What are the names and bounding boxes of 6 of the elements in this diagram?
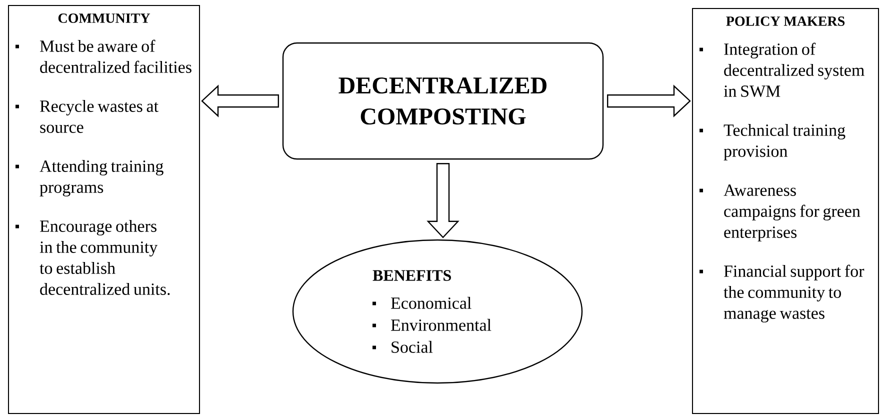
list-box: POLICY MAKERS Integration of decentralized system in SWM Technical training provision Awareness campaigns for green enterprises Financial support for the community to manage wastes <box>692 8 879 414</box>
block-arrow <box>607 84 691 118</box>
block-arrow <box>201 84 279 118</box>
title-box: DECENTRALIZED COMPOSTING <box>282 42 604 160</box>
block-arrow <box>426 163 460 238</box>
list-box: COMMUNITY Must be aware of decentralized facilities Recycle wastes at source Attending training programs Encourage others in the community to establish decentralized units. <box>8 5 200 414</box>
